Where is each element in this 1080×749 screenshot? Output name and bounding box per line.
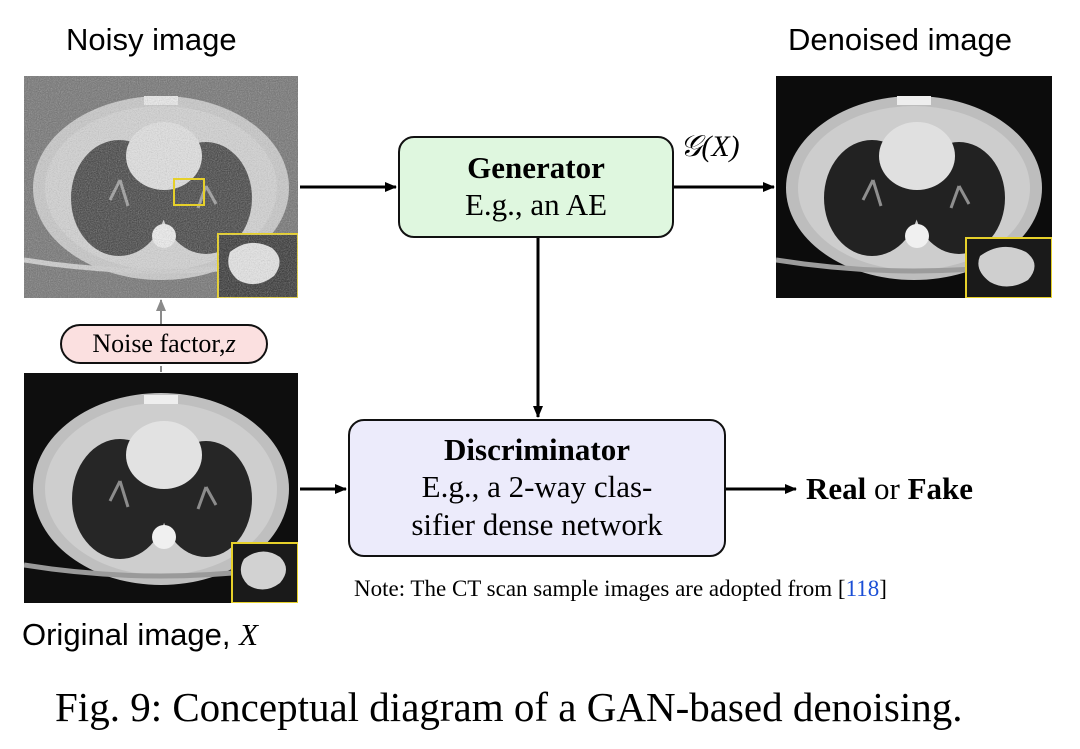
source-note: Note: The CT scan sample images are adop… (354, 576, 887, 602)
generator-output-label: 𝒢(X) (680, 130, 740, 163)
generator-box: Generator E.g., an AE (398, 136, 674, 238)
generator-title: Generator (467, 150, 605, 185)
note-close-bracket: ] (879, 576, 887, 601)
reference-link[interactable]: 118 (845, 576, 880, 601)
noisy-ct-image (24, 76, 298, 298)
or-label: or (866, 471, 908, 506)
denoised-image-label: Denoised image (788, 22, 1013, 57)
discriminator-title: Discriminator (444, 432, 630, 467)
noise-factor-text: Noise factor, (92, 329, 226, 358)
note-text: Note: The CT scan sample images are adop… (354, 576, 846, 601)
discriminator-line2: sifier dense network (411, 507, 663, 542)
figure-caption: Fig. 9: Conceptual diagram of a GAN-base… (55, 684, 963, 730)
original-image-label: Original image, X (22, 617, 258, 653)
denoised-ct-image (776, 76, 1052, 298)
noise-factor-pill: Noise factor, z (60, 324, 268, 364)
discriminator-line1: E.g., a 2-way clas- (421, 469, 653, 504)
original-ct-image (24, 373, 298, 603)
noisy-image-label: Noisy image (66, 22, 237, 57)
original-image-text: Original image, (22, 617, 240, 652)
real-or-fake-label: Real or Fake (806, 471, 973, 507)
noise-factor-variable: z (225, 329, 236, 358)
original-image-variable: X (239, 617, 259, 652)
discriminator-box: Discriminator E.g., a 2-way clas- sifier… (348, 419, 726, 557)
fake-label: Fake (907, 471, 974, 506)
real-label: Real (806, 471, 867, 506)
generator-subtitle: E.g., an AE (464, 187, 608, 222)
